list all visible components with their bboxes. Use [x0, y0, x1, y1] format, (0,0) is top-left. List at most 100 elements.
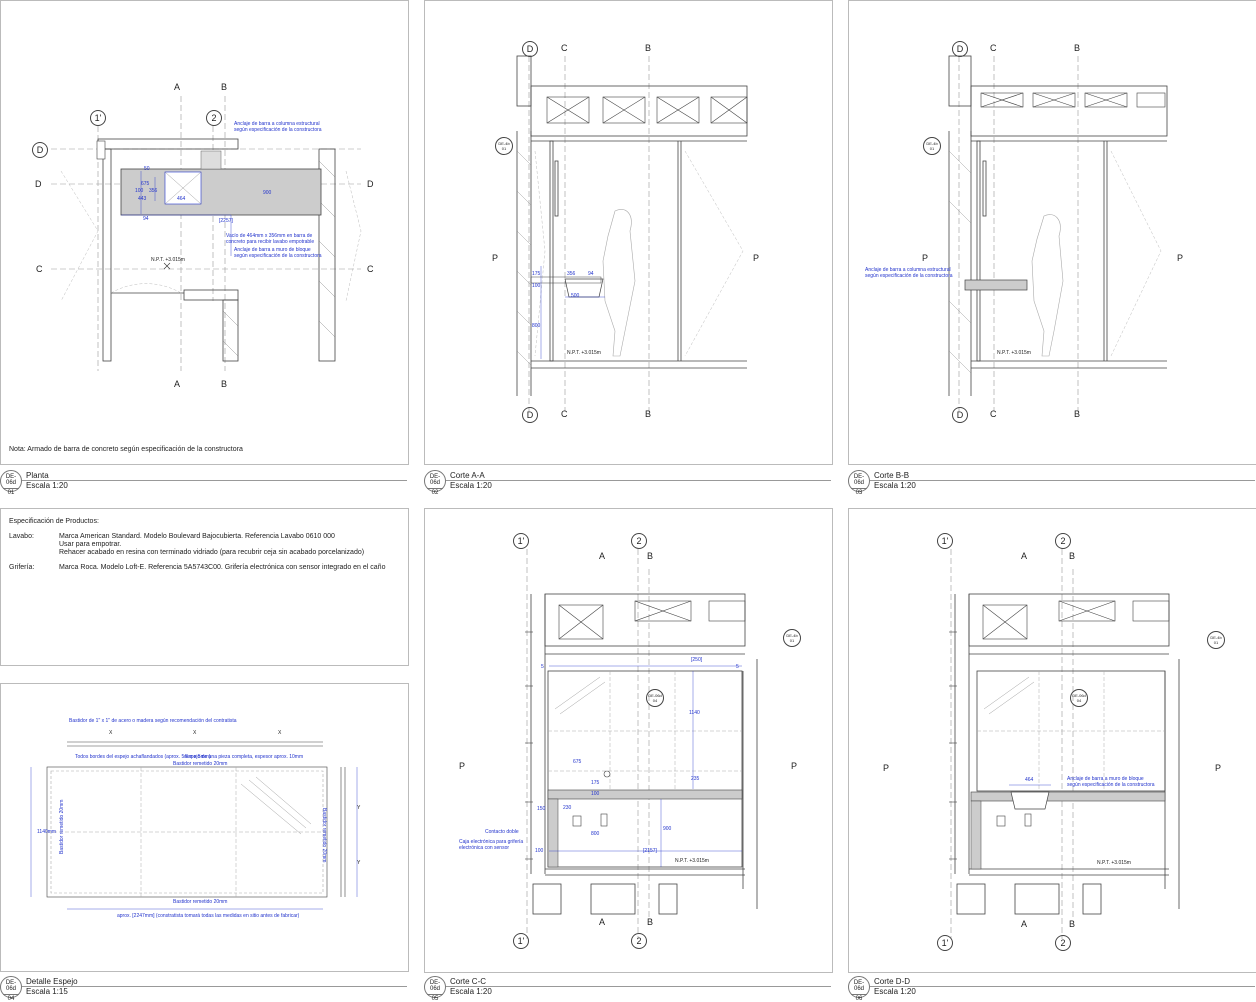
view-title: Planta [26, 471, 49, 480]
grid-label-c-right: C [367, 264, 374, 274]
spec-lavabo-line-3: Rehacer acabado en resina con terminado … [59, 549, 365, 556]
view-scale: Escala 1:20 [874, 481, 916, 490]
grid-label-a-bottom: A [174, 379, 181, 389]
npt-label: N.P.T. +3.015m [1097, 860, 1131, 866]
concrete-bar-section [547, 789, 743, 800]
dim-443: 443 [138, 196, 147, 202]
dim-900: 900 [663, 826, 672, 832]
dim-800: 800 [591, 831, 600, 837]
corte-aa-drawing [516, 55, 748, 411]
corte-dd-drawing [949, 549, 1180, 939]
grid-bubble-2-top: 2 [1055, 533, 1071, 549]
grid-label-c-bottom: C [990, 409, 997, 419]
grid-label-a-bottom: A [1021, 919, 1028, 929]
concrete-bar-section [964, 279, 1028, 291]
grid-label-b-top: B [1069, 551, 1076, 561]
annotation-remetido-top: Bastidor remetido 20mm [173, 761, 228, 767]
annotation-bastidor: Bastidor de 1" x 1" de acero o madera se… [69, 718, 237, 724]
grid-bubble-1-top: 1' [937, 533, 953, 549]
grid-bubble-2-top: 2 [631, 533, 647, 549]
dim-2257: [2257] [219, 218, 233, 224]
grid-label-a-top: A [599, 551, 606, 561]
view-title: Corte A-A [450, 471, 485, 480]
dim-5-right: 5 [736, 664, 739, 670]
dim-94: 94 [588, 271, 594, 277]
grid-label-b-top: B [1074, 43, 1081, 53]
npt-label: N.P.T. +3.015m [151, 257, 185, 263]
annotation-caja: Caja electrónica para grifería electróni… [459, 839, 524, 851]
annotation-remetido-left: Bastidor remetido 20mm [59, 799, 65, 854]
spec-label-griferia: Grifería: [9, 564, 35, 571]
grid-bubble-2-bottom: 2 [1055, 935, 1071, 951]
grid-label-c-top: C [561, 43, 568, 53]
annotation-anclaje-columna: Anclaje de barra a columna estructural s… [865, 267, 953, 279]
grid-label-a-top: A [1021, 551, 1028, 561]
sink-section [1010, 791, 1050, 810]
espejo-drawing [30, 741, 358, 910]
spec-griferia-line-1: Marca Roca. Modelo Loft-E. Referencia 5A… [59, 564, 386, 571]
grid-label-b-bottom: B [1074, 409, 1081, 419]
grid-label-p-left: P [922, 253, 929, 263]
spec-lavabo-line-1: Marca American Standard. Modelo Boulevar… [59, 533, 335, 540]
grid-label-p-right: P [1177, 253, 1184, 263]
annotation-anclaje-muro: Anclaje de barra a muro de bloque según … [1067, 776, 1155, 788]
view-title: Corte C-C [450, 977, 487, 986]
dim-356: 356 [567, 271, 576, 277]
dim-464: 464 [177, 196, 186, 202]
grid-label-a-top: A [174, 82, 181, 92]
grid-bubble-2-top: 2 [206, 110, 222, 126]
view-title: Corte D-D [874, 977, 911, 986]
dim-150: 150 [537, 806, 546, 812]
grid-bubble-1-top: 1' [513, 533, 529, 549]
grid-bubble-d-bottom: D [952, 407, 968, 423]
grid-label-p-right: P [791, 761, 798, 771]
dim-464: 464 [1025, 777, 1034, 783]
dim-50: 50 [144, 166, 150, 172]
grid-label-c-top: C [990, 43, 997, 53]
grid-label-b-top: B [645, 43, 652, 53]
view-title: Detalle Espejo [26, 977, 78, 986]
annotation-remetido-bottom: Bastidor remetido 20mm [173, 899, 228, 905]
dim-100-bottom: 100 [535, 848, 544, 854]
grid-bubble-d-left: D [32, 142, 48, 158]
planta-drawing [51, 96, 362, 371]
grid-bubble-d-top: D [522, 41, 538, 57]
dim-175: 175 [591, 780, 600, 786]
planta-note: Nota: Armado de barra de concreto según … [9, 446, 243, 453]
spec-label-lavabo: Lavabo: [9, 533, 34, 540]
view-scale: Escala 1:20 [26, 481, 68, 490]
dim-100: 100 [532, 283, 541, 289]
view-scale: Escala 1:20 [450, 481, 492, 490]
spec-heading: Especificación de Productos: [9, 518, 99, 525]
view-scale: Escala 1:20 [450, 987, 492, 996]
annotation-contacto: Contacto doble [485, 829, 519, 835]
grid-label-b-bottom: B [647, 917, 654, 927]
grid-label-p-right: P [753, 253, 760, 263]
annotation-remetido-right: Bastidor remetido 20mm [321, 808, 327, 863]
dim-x-1: X [109, 730, 113, 736]
dim-height: 1140mm [37, 829, 57, 835]
grid-bubble-1-top: 1' [90, 110, 106, 126]
dim-175: 175 [532, 271, 541, 277]
dim-x-2: X [193, 730, 197, 736]
concrete-bar-section [970, 791, 1166, 802]
annotation-aprox: aprox. [2247mm] (constratista tomará tod… [117, 913, 300, 919]
view-scale: Escala 1:15 [26, 987, 68, 996]
grid-bubble-d-bottom: D [522, 407, 538, 423]
dim-100: 100 [591, 791, 600, 797]
